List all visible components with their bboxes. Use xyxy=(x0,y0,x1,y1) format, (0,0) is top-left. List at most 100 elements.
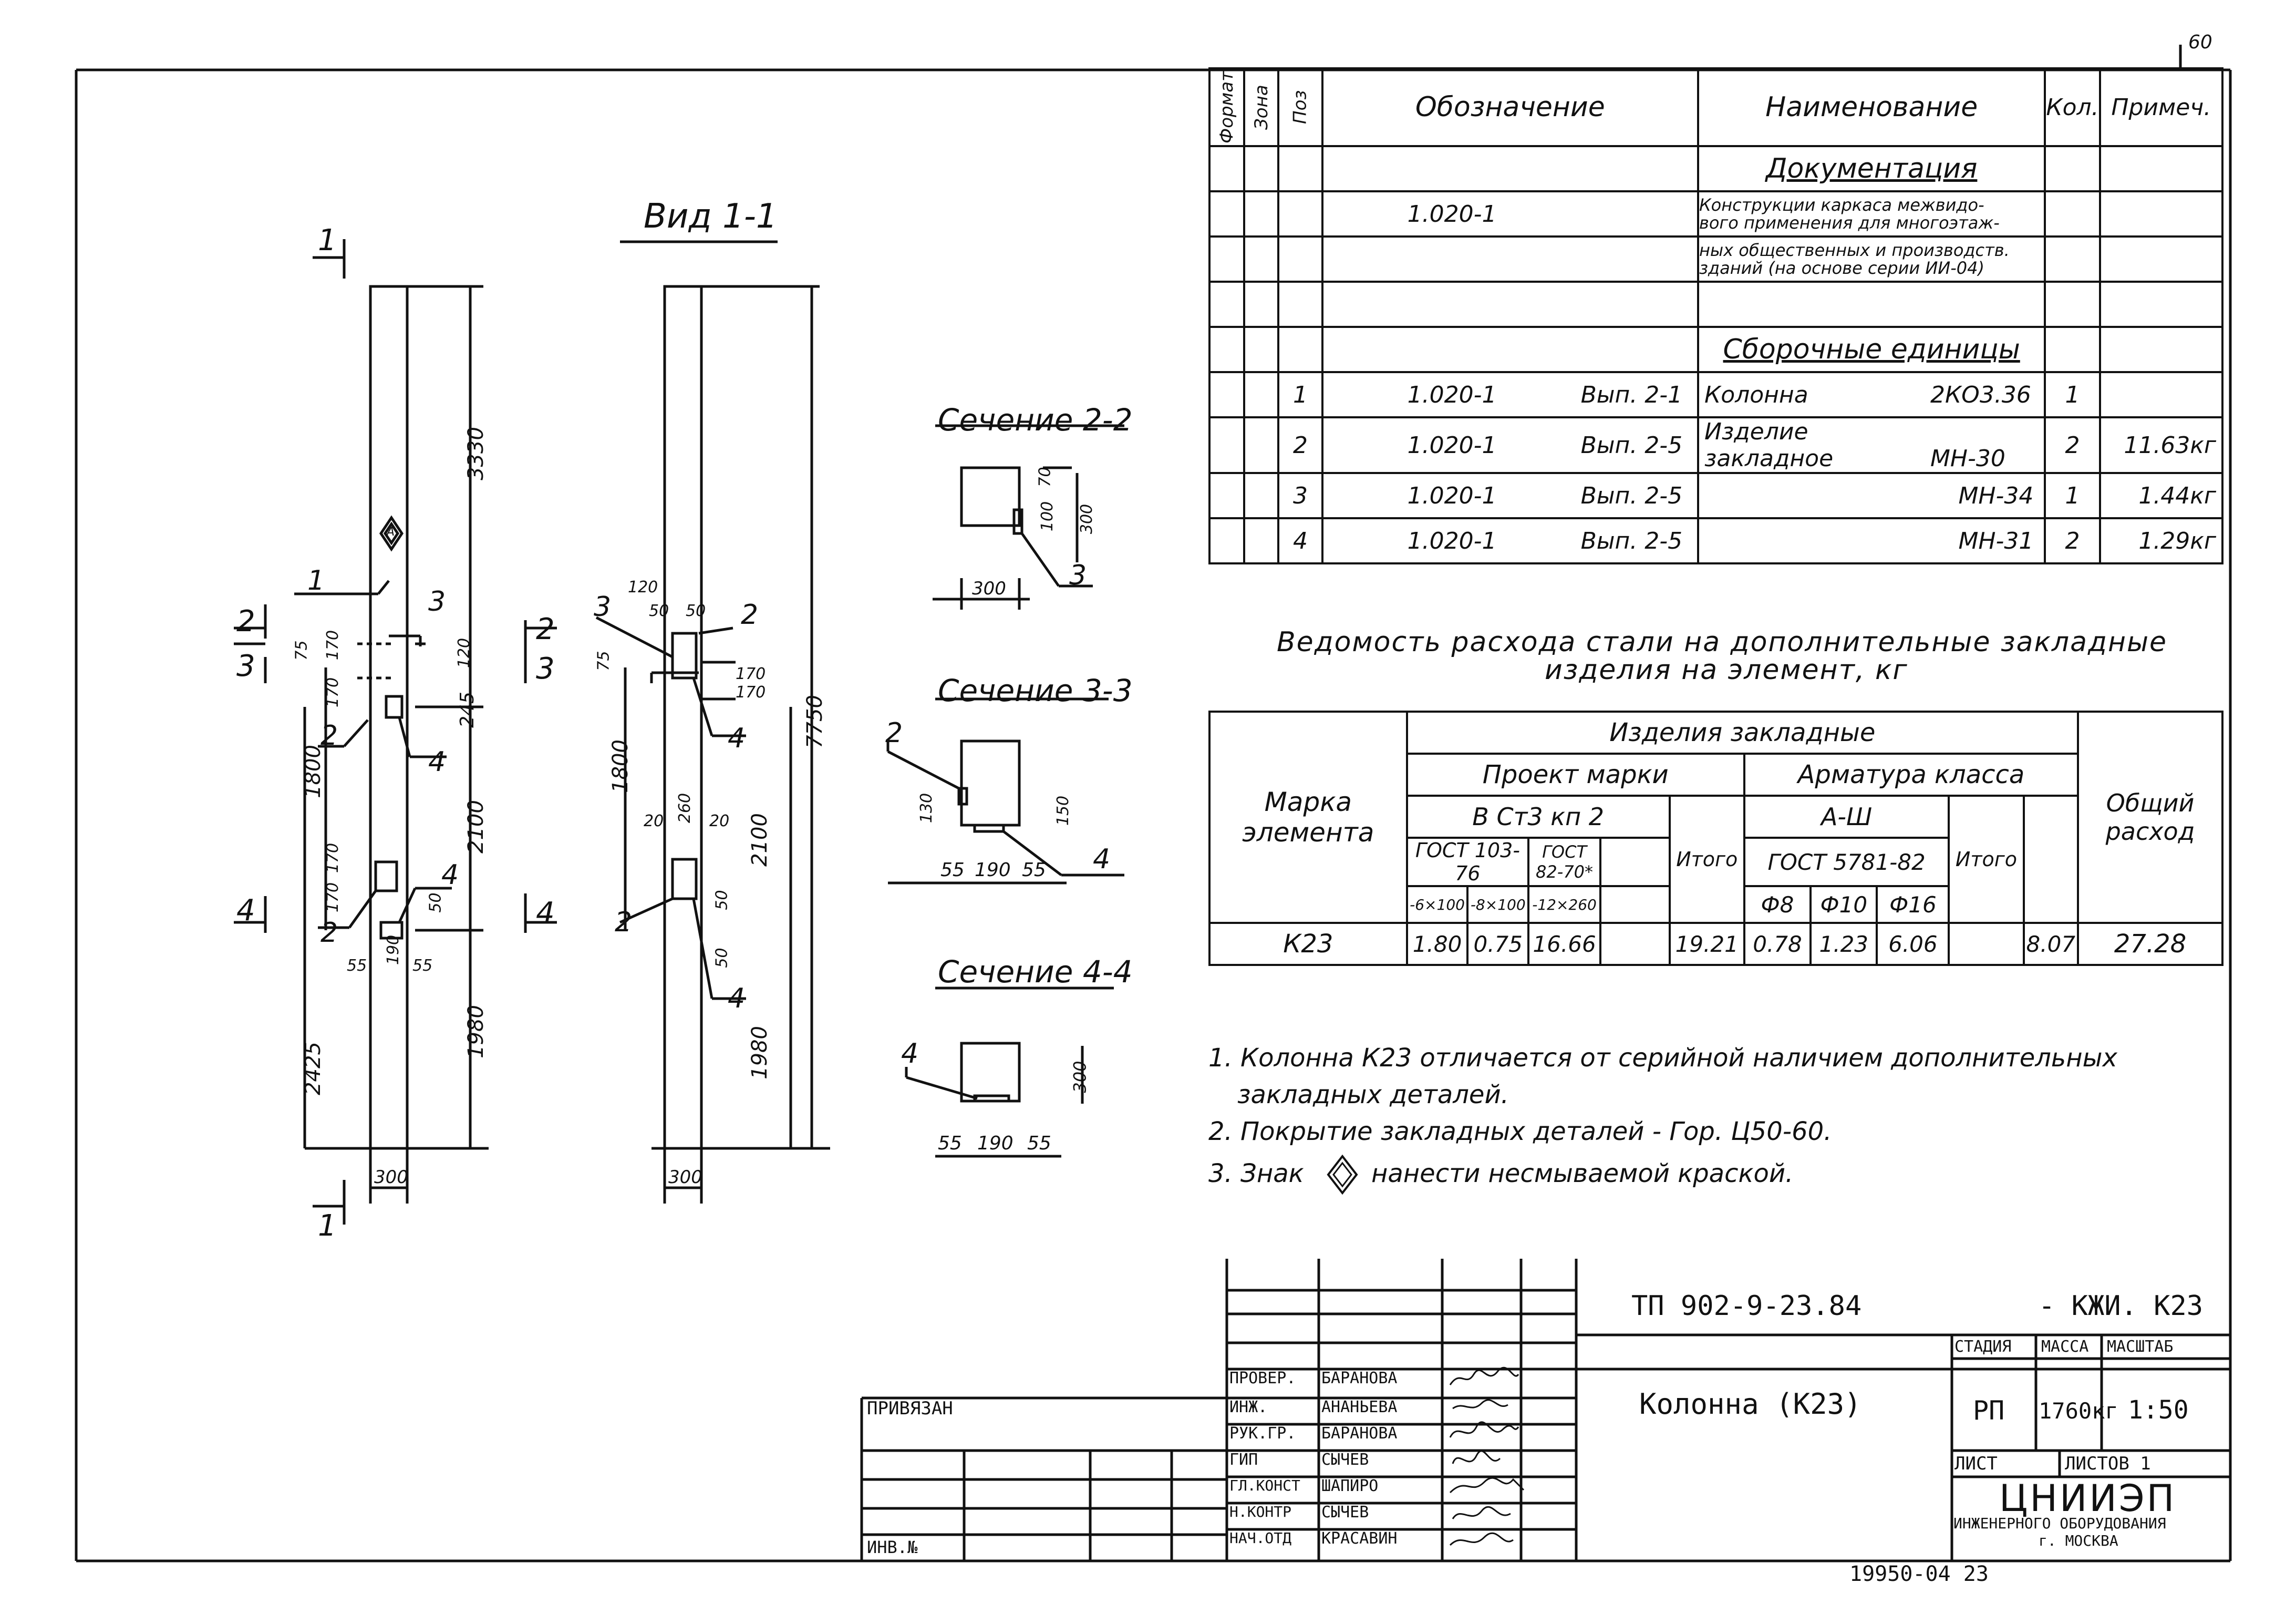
pos-label-3-sec22: 3 xyxy=(1069,560,1087,591)
cut-marker-1-top: 1 xyxy=(318,223,337,258)
steel-row-v3: 16.66 xyxy=(1527,922,1601,966)
spec-row-mark: 2КО3.36 xyxy=(1930,381,2031,408)
steel-gost-3: ГОСТ 5781-82 xyxy=(1743,837,1950,887)
stamp-name-5: ШАПИРО xyxy=(1321,1477,1379,1495)
sec22-dim-300-bottom: 300 xyxy=(972,578,1006,599)
stamp-name-7: КРАСАВИН xyxy=(1321,1529,1398,1548)
steel-mark-label-2: элемента xyxy=(1242,817,1374,848)
pos-label-3-mid: 3 xyxy=(594,591,612,623)
pos-label-2-mid-b: 2 xyxy=(615,907,633,938)
spec-doc-name-2: вого применения для многоэтаж- xyxy=(1699,213,2000,233)
note-2: 2. Покрытие закладных деталей - Гор. Ц50… xyxy=(1208,1117,1832,1146)
steel-title-2: изделия на элемент, кг xyxy=(1545,654,1908,686)
dim-2100-mid: 2100 xyxy=(747,813,772,867)
dim-170d: 170 xyxy=(324,882,343,913)
section-2-2-title: Сечение 2-2 xyxy=(938,402,1133,438)
dim-50-mid-d: 50 xyxy=(712,948,731,968)
pos-label-2b: 2 xyxy=(320,917,338,949)
steel-row-v2: 0.75 xyxy=(1466,922,1530,966)
note-1: 1. Колонна К23 отличается от серийной на… xyxy=(1208,1043,2117,1073)
spec-row-pos: 2 xyxy=(1277,416,1323,474)
dim-3330: 3330 xyxy=(463,427,488,480)
stamp-name-2: АНАНЬЕВА xyxy=(1321,1398,1398,1416)
stamp-org-3: г. МОСКВА xyxy=(2039,1532,2118,1549)
mark-symbol-icon xyxy=(1327,1154,1358,1195)
sec22-dim-100: 100 xyxy=(1038,501,1057,532)
spec-row-designation: 1.020-1 xyxy=(1407,527,1497,554)
stamp-org-1: ЦНИИЭП xyxy=(1999,1477,2177,1520)
steel-diam-1: Ф8 xyxy=(1743,885,1812,924)
signatures xyxy=(1449,1366,1525,1546)
steel-size-1: -6×100 xyxy=(1405,885,1469,924)
steel-gost-2: ГОСТ 82-70* xyxy=(1527,837,1601,887)
stamp-privyazan: ПРИВЯЗАН xyxy=(867,1398,953,1419)
steel-diam-3: Ф16 xyxy=(1876,885,1950,924)
dim-55a: 55 xyxy=(347,957,367,975)
stamp-stage-label: СТАДИЯ xyxy=(1954,1338,2012,1356)
dim-245: 245 xyxy=(456,692,478,728)
steel-subtotal-2-label: Итого xyxy=(1948,795,2025,924)
stamp-doc-code: ТП 902-9-23.84 xyxy=(1631,1290,1862,1322)
dim-170-mid-a: 170 xyxy=(736,665,766,683)
stamp-footer: 19950-04 23 xyxy=(1849,1562,1989,1586)
steel-row-subtotal1: 19.21 xyxy=(1668,922,1745,966)
spec-header-row: Формат Зона Поз Обозначение Наименование… xyxy=(1209,67,2224,147)
spec-col-zone: Зона xyxy=(1244,68,1279,146)
dim-170-mid-b: 170 xyxy=(736,683,766,702)
stamp-role-7: НАЧ.ОТД xyxy=(1229,1529,1292,1547)
steel-row-v4 xyxy=(1599,922,1671,966)
stamp-title: Колонна (К23) xyxy=(1639,1387,1861,1421)
sec33-dim-55a: 55 xyxy=(940,859,965,881)
pos-label-2: 2 xyxy=(320,720,338,752)
steel-diam-2: Ф10 xyxy=(1809,885,1878,924)
spec-row-issue: Вып. 2-5 xyxy=(1580,527,1683,554)
steel-embedded-header: Изделия закладные xyxy=(1405,711,2080,755)
dim-170b: 170 xyxy=(324,677,343,708)
stamp-scale-label: МАСШТАБ xyxy=(2107,1338,2174,1356)
sec44-dim-300: 300 xyxy=(1070,1061,1090,1093)
pos-label-4: 4 xyxy=(428,746,446,778)
cut-marker-4-left: 4 xyxy=(236,893,255,928)
spec-doc-section-row: Документация xyxy=(1208,145,2224,192)
spec-row-note xyxy=(2098,371,2224,418)
cut-marker-3-left: 3 xyxy=(236,649,255,683)
note-3: 3. Знак xyxy=(1208,1159,1304,1188)
spec-row-issue: Вып. 2-5 xyxy=(1580,482,1683,509)
view-title: Вид 1-1 xyxy=(644,197,778,236)
sec33-dim-130: 130 xyxy=(917,793,936,824)
sec33-dim-55b: 55 xyxy=(1022,859,1046,881)
steel-consumption-table: Марка элемента Изделия закладные Общий р… xyxy=(1208,711,2223,966)
dim-20-mid-a: 20 xyxy=(644,812,664,830)
pos-label-4-mid: 4 xyxy=(728,723,746,754)
section-4-4-title: Сечение 4-4 xyxy=(938,954,1133,990)
dim-300-bottom-left: 300 xyxy=(374,1167,408,1188)
stamp-mass: 1760кг xyxy=(2039,1398,2118,1424)
spec-doc-name-1: Конструкции каркаса межвидо- xyxy=(1699,195,1984,215)
dim-120-mid: 120 xyxy=(628,578,658,597)
spec-doc-name-4: зданий (на основе серии ИИ-04) xyxy=(1699,258,1984,278)
steel-row-total: 27.28 xyxy=(2077,922,2223,966)
dim-50-mid-c: 50 xyxy=(712,890,731,910)
note-1-cont: закладных деталей. xyxy=(1237,1080,1509,1109)
dim-7750: 7750 xyxy=(802,695,827,748)
spec-row-note: 11.63кг xyxy=(2098,416,2224,474)
stamp-name-3: БАРАНОВА xyxy=(1321,1424,1398,1443)
cut-marker-2-left: 2 xyxy=(236,604,255,639)
sec44-dim-55b: 55 xyxy=(1027,1133,1051,1154)
steel-rebar-grade: А-Ш xyxy=(1743,795,1950,839)
dim-1980: 1980 xyxy=(463,1005,488,1058)
spec-row-note: 1.29кг xyxy=(2098,517,2224,564)
spec-row-qty: 1 xyxy=(2044,371,2101,418)
steel-row-r3: 6.06 xyxy=(1876,922,1950,966)
steel-row-r2: 1.23 xyxy=(1809,922,1878,966)
steel-row-v1: 1.80 xyxy=(1405,922,1469,966)
section-3-3-title: Сечение 3-3 xyxy=(938,673,1133,708)
steel-mark-label-1: Марка xyxy=(1264,787,1352,817)
steel-grand-total-2: расход xyxy=(2105,817,2195,846)
spec-assembly-section-row: Сборочные единицы xyxy=(1208,326,2224,373)
dim-1800-mid: 1800 xyxy=(608,739,633,793)
spec-row-mark: МН-34 xyxy=(1958,482,2034,509)
dim-20-mid-b: 20 xyxy=(709,812,730,830)
